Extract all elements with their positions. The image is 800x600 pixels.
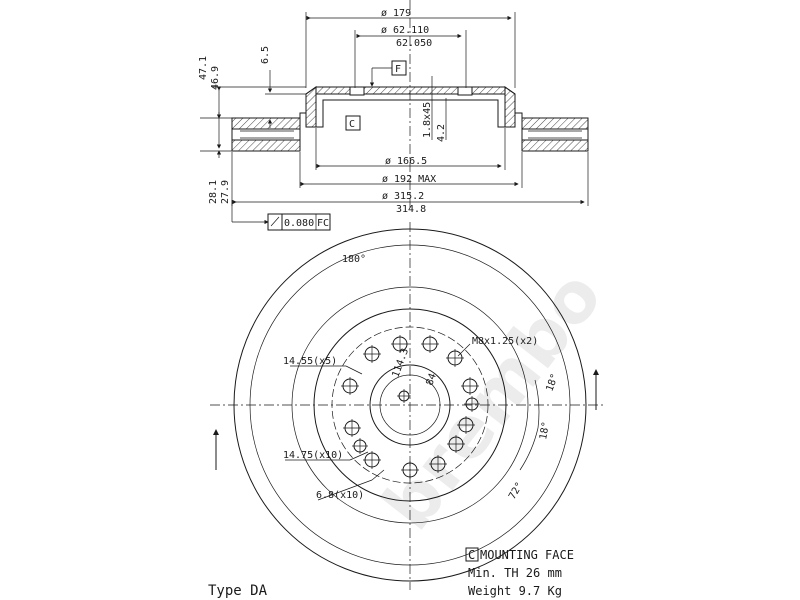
dim-h6-5: 6.5 (260, 46, 271, 64)
ring-left-bottom (231, 139, 301, 152)
hat-wall-right (504, 86, 516, 128)
label-r84: 84 (424, 372, 438, 387)
dim-d166-5: ø 166.5 (385, 156, 427, 167)
label-m8: M8x1.25(x2) (472, 336, 538, 347)
notes: C MOUNTING FACE Min. TH 26 mm Weight 9.7… (208, 547, 574, 599)
label-angle-180: 180° (342, 254, 366, 265)
dim-h46-9: 46.9 (210, 66, 221, 90)
dim-h28-1: 28.1 (208, 180, 219, 204)
disc-outer-ring (249, 244, 571, 566)
datum-c: C (349, 119, 355, 130)
ring-left-top (231, 117, 301, 130)
section-view: ø 179 ø 62.110 62.050 47.1 46.9 6.5 F C … (198, 0, 589, 231)
runout-ref: FC (317, 218, 329, 229)
hat-outer-edge (313, 308, 507, 502)
datum-f: F (395, 64, 401, 75)
min-thickness: Min. TH 26 mm (468, 566, 562, 580)
ring-right-top (521, 117, 589, 130)
label-14-75: 14.75(x10) (283, 450, 343, 461)
dim-h27-9: 27.9 (220, 180, 231, 204)
label-6-8: 6.8(x10) (316, 490, 364, 501)
ring-right-bottom (521, 139, 589, 152)
disc-outer-edge (233, 228, 587, 582)
dim-d314-8: 314.8 (396, 204, 426, 215)
watermark-text: brembo (367, 255, 618, 544)
label-angle-72: 72° (507, 480, 526, 501)
dim-d4-2: 4.2 (436, 124, 447, 142)
bolt-circle (331, 326, 489, 484)
center-bore (369, 364, 451, 446)
dim-d62-110: ø 62.110 (381, 25, 429, 36)
dim-d315-2: ø 315.2 (382, 191, 424, 202)
label-angle-18b: 18° (538, 421, 552, 441)
weight: Weight 9.7 Kg (468, 584, 562, 598)
label-r114-3: 114.3 (390, 347, 411, 379)
center-bore-inner (379, 374, 441, 436)
mounting-ref: C (468, 548, 475, 562)
hat-top (315, 86, 506, 95)
hat-wall-left (305, 86, 317, 128)
dim-d179: ø 179 (381, 8, 411, 19)
bolt-holes (341, 335, 480, 479)
dim-d192max: ø 192 MAX (382, 174, 436, 185)
dim-d62-050: 62.050 (396, 38, 432, 49)
plan-view: 180° M8x1.25(x2) 14.55(x5) 14.75(x10) 6.… (210, 222, 605, 590)
mounting-face: MOUNTING FACE (480, 548, 574, 562)
label-14-55: 14.55(x5) (283, 356, 337, 367)
runout-value: 0.080 (284, 218, 314, 229)
type-label: Type DA (208, 583, 268, 599)
dim-h47-1: 47.1 (198, 56, 209, 80)
friction-inner-ring (291, 286, 529, 524)
dim-chamfer: 1.8x45 (422, 102, 433, 138)
